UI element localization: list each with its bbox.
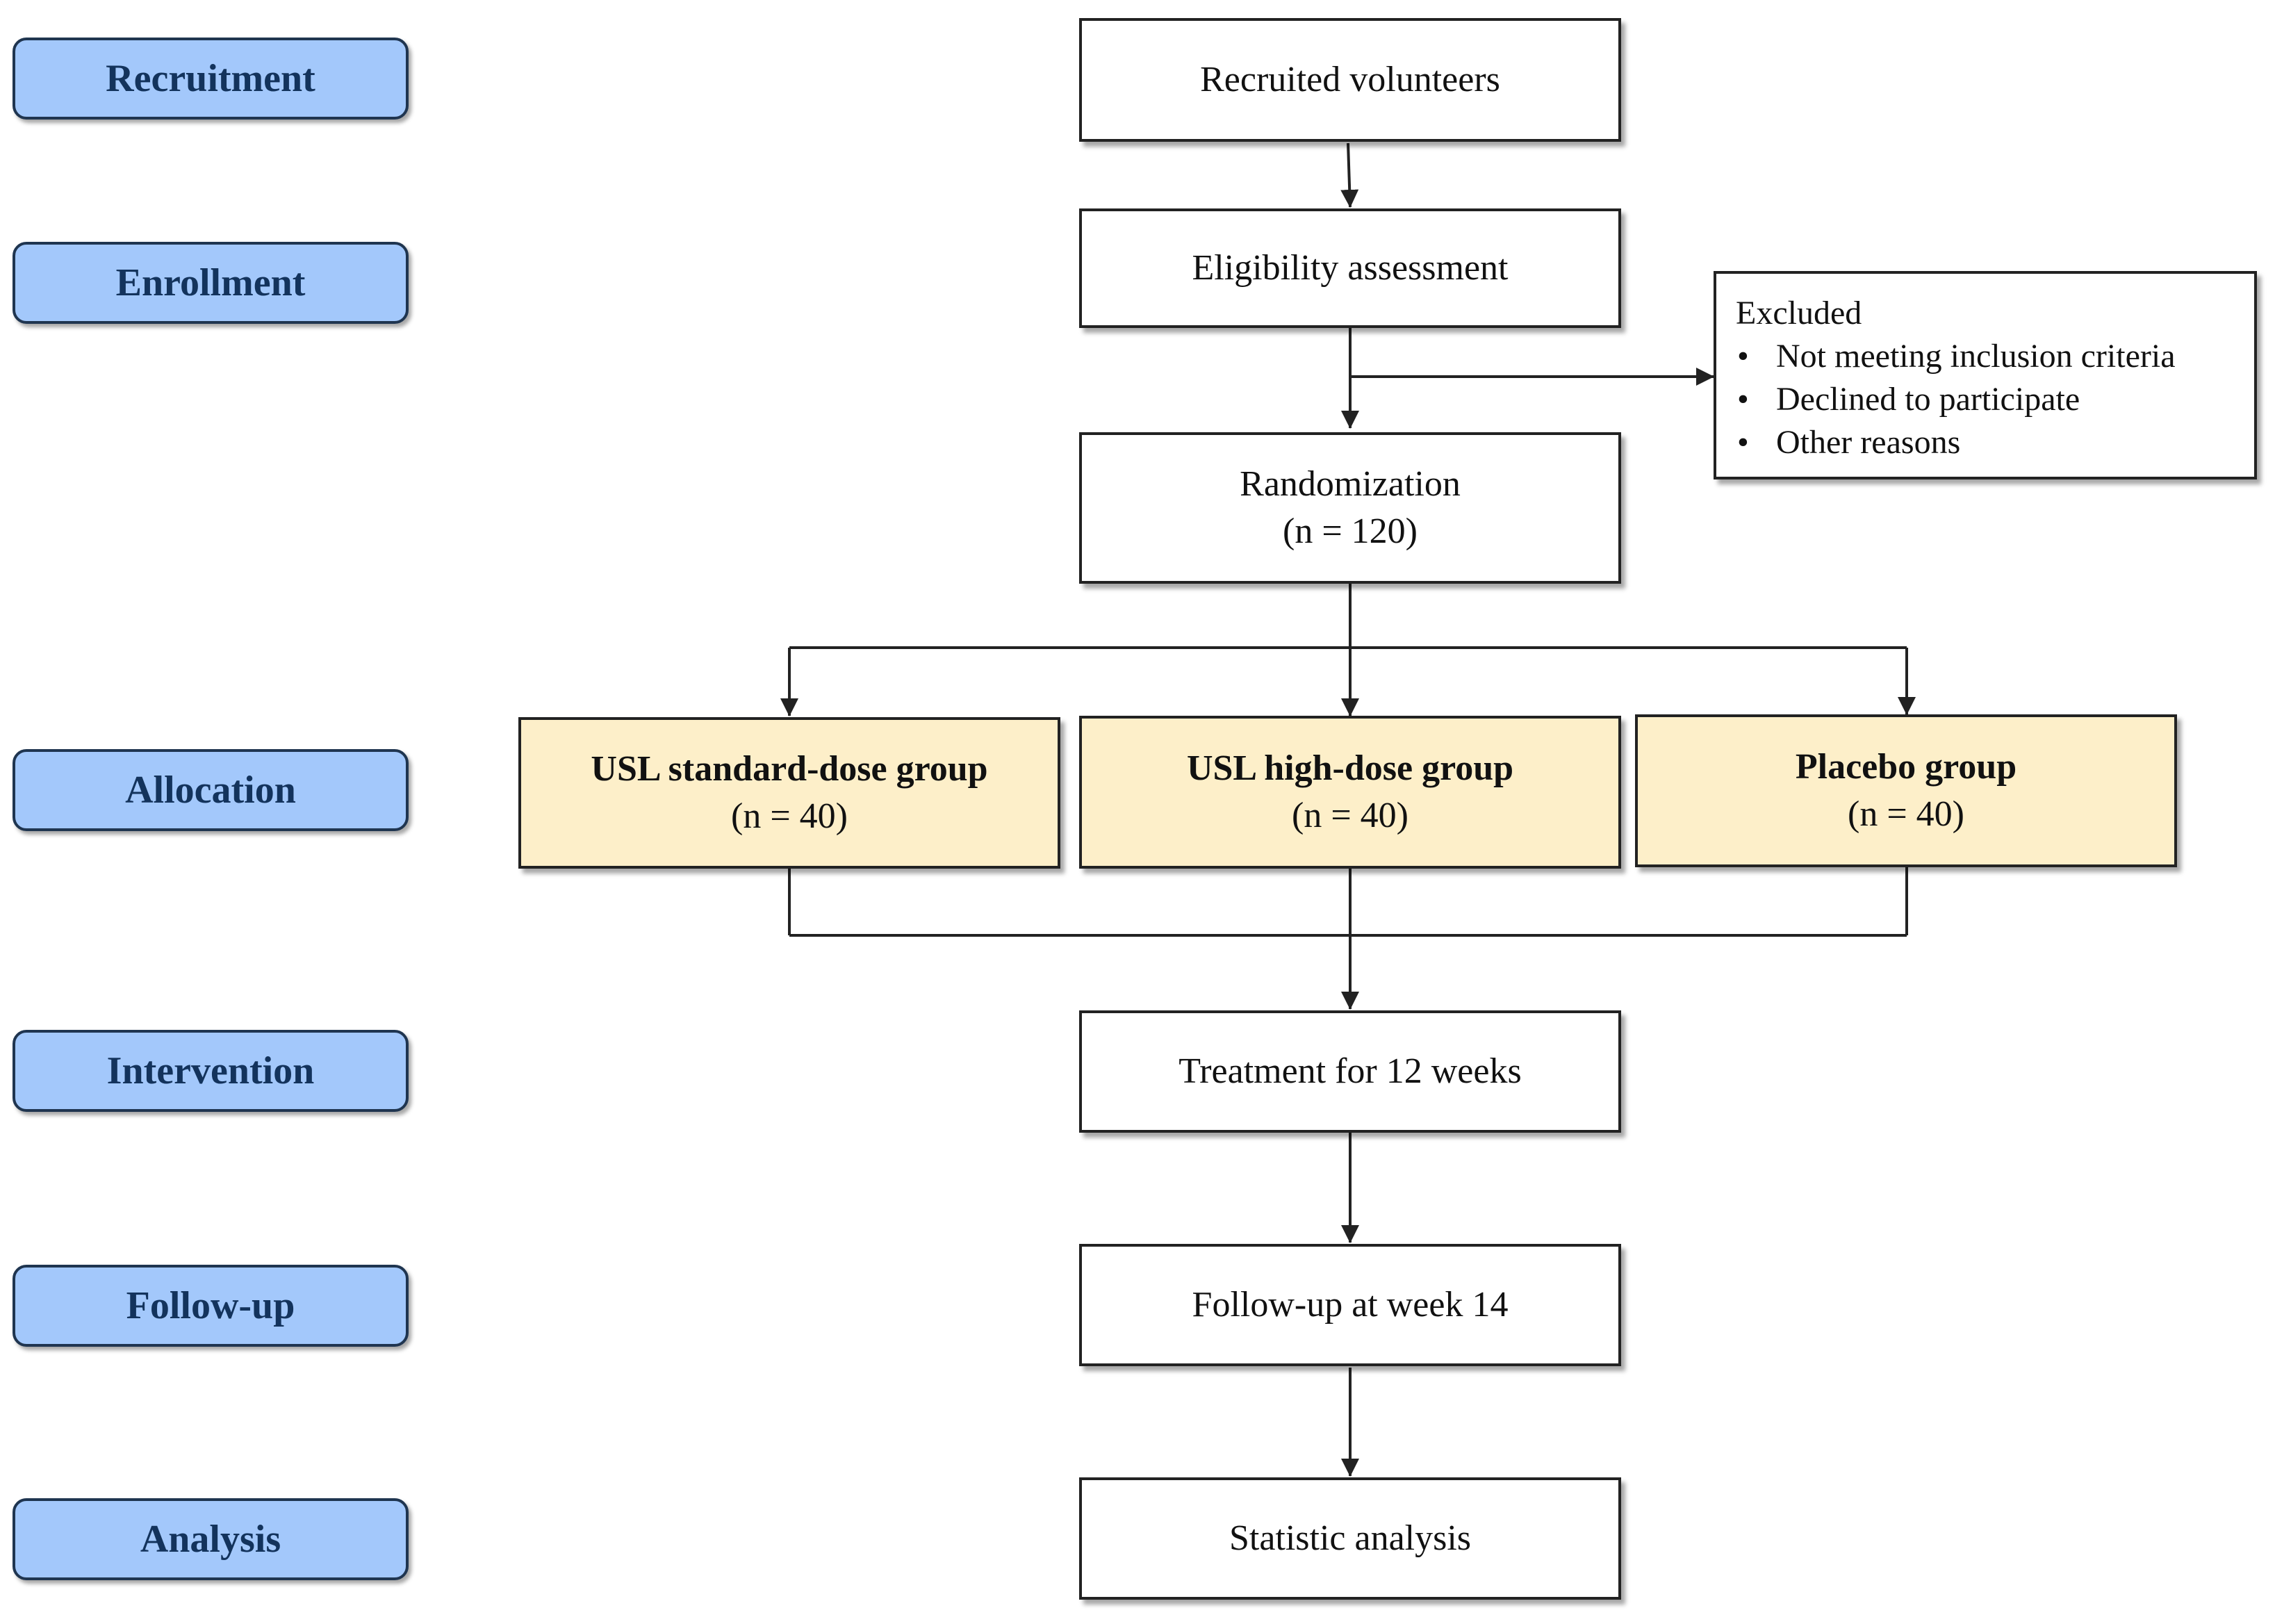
randomization-title: Randomization [1240,464,1461,505]
high-dose-count: (n = 40) [1292,796,1408,835]
stage-analysis-label: Analysis [140,1518,281,1561]
box-excluded: Excluded •Not meeting inclusion criteria… [1714,271,2257,479]
bullet-icon: • [1737,338,1749,375]
treatment-text: Treatment for 12 weeks [1178,1051,1522,1092]
followup-text: Follow-up at week 14 [1192,1285,1509,1325]
excluded-title: Excluded [1736,295,1862,331]
excluded-reasons-list: •Not meeting inclusion criteria •Decline… [1736,335,2235,464]
standard-dose-count: (n = 40) [731,796,848,836]
arrow-recruited-eligibility [1340,142,1359,208]
bullet-icon: • [1737,424,1749,461]
box-recruited-volunteers: Recruited volunteers [1079,18,1621,142]
stage-allocation-label: Allocation [125,769,296,812]
stage-recruitment-label: Recruitment [106,57,315,100]
box-placebo-group: Placebo group (n = 40) [1635,714,2177,867]
stage-recruitment: Recruitment [13,38,409,120]
box-followup: Follow-up at week 14 [1079,1244,1621,1366]
box-eligibility-assessment: Eligibility assessment [1079,208,1621,328]
box-high-dose-group: USL high-dose group (n = 40) [1079,716,1621,869]
stage-intervention: Intervention [13,1030,409,1112]
box-statistic-analysis: Statistic analysis [1079,1477,1621,1600]
eligibility-assessment-text: Eligibility assessment [1192,248,1509,288]
bullet-icon: • [1737,381,1749,418]
stage-followup: Follow-up [13,1265,409,1347]
recruited-volunteers-text: Recruited volunteers [1200,60,1500,100]
box-randomization: Randomization (n = 120) [1079,432,1621,584]
randomization-count: (n = 120) [1283,511,1418,551]
excluded-reason: •Not meeting inclusion criteria [1736,335,2235,378]
excluded-reason: •Declined to participate [1736,378,2235,421]
standard-dose-title: USL standard-dose group [591,749,988,789]
stage-followup-label: Follow-up [126,1284,295,1327]
placebo-title: Placebo group [1795,747,2017,787]
placebo-count: (n = 40) [1848,794,1964,834]
high-dose-title: USL high-dose group [1186,748,1514,789]
statistic-analysis-text: Statistic analysis [1229,1518,1472,1559]
stage-enrollment: Enrollment [13,242,409,324]
stage-enrollment-label: Enrollment [115,261,306,304]
box-treatment: Treatment for 12 weeks [1079,1010,1621,1133]
stage-analysis: Analysis [13,1498,409,1580]
stage-intervention-label: Intervention [106,1049,315,1092]
excluded-reason: •Other reasons [1736,421,2235,464]
box-standard-dose-group: USL standard-dose group (n = 40) [518,717,1060,869]
stage-allocation: Allocation [13,749,409,831]
